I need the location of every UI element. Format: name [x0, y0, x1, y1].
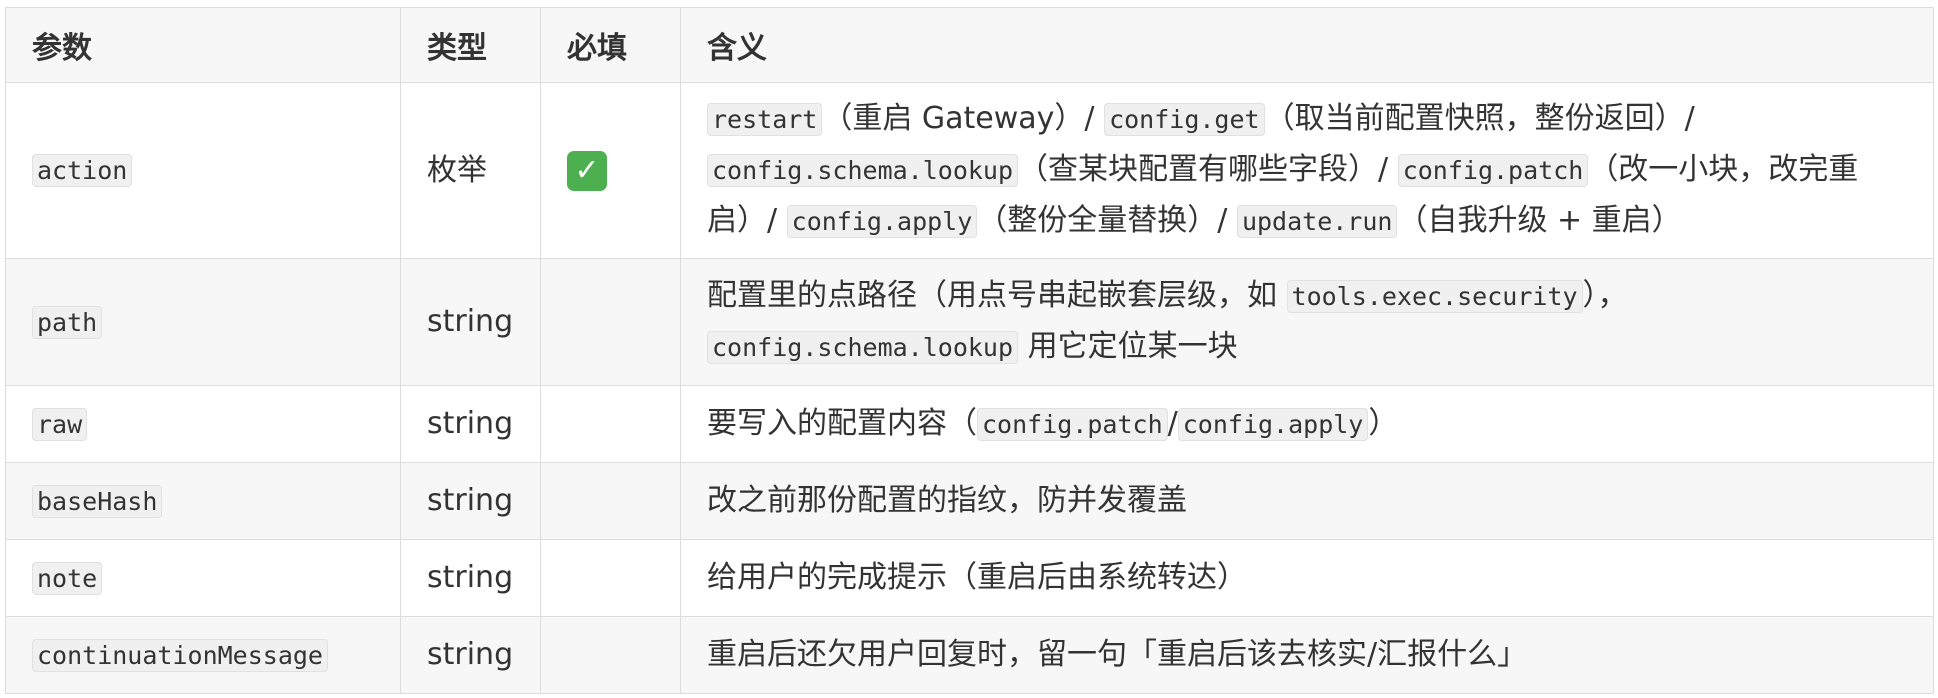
type-cell: string [400, 616, 541, 694]
param-name: continuationMessage [32, 638, 328, 672]
param-name: action [32, 154, 133, 187]
table-row: continuationMessage string 重启后还欠用户回复时，留一句「… [5, 616, 1934, 694]
table-row: action 枚举 ✓ restart（重启 Gateway）/ config.get… [5, 82, 1934, 259]
meaning-text: ） [1368, 405, 1399, 441]
inline-code: tools.exec.security [1286, 280, 1583, 313]
header-type: 类型 [400, 7, 541, 83]
header-param: 参数 [5, 7, 401, 83]
required-cell [540, 462, 681, 540]
type-cell: string [400, 539, 541, 617]
inline-code: config.patch [977, 407, 1168, 441]
meaning-text: 给用户的完成提示（重启后由系统转达） [707, 560, 1247, 595]
inline-code: update.run [1236, 205, 1398, 238]
meaning-cell: 给用户的完成提示（重启后由系统转达） [680, 539, 1934, 617]
param-cell: continuationMessage [5, 616, 401, 694]
type-cell: string [400, 258, 541, 386]
inline-code: config.schema.lookup [707, 331, 1019, 364]
header-meaning: 含义 [680, 7, 1934, 83]
param-name: path [32, 305, 103, 339]
meaning-text: （改一小块，改完重启）/ [707, 152, 1859, 238]
required-cell [540, 385, 681, 463]
param-cell: note [5, 539, 401, 617]
inline-code: config.apply [1177, 407, 1369, 441]
meaning-text: 用它定位某一块 [1018, 329, 1238, 364]
required-cell [540, 616, 681, 694]
meaning-text: （整份全量替换）/ [977, 203, 1237, 238]
type-cell: 枚举 [400, 82, 541, 259]
inline-code: config.get [1104, 103, 1265, 136]
meaning-cell: 重启后还欠用户回复时，留一句「重启后该去核实/汇报什么」 [680, 616, 1934, 694]
table-row: raw string 要写入的配置内容（config.patch/config.ap… [5, 385, 1934, 463]
meaning-text: （重启 Gateway）/ [822, 101, 1105, 136]
meaning-text: 改之前那份配置的指纹，防并发覆盖 [707, 483, 1187, 518]
param-cell: path [5, 258, 401, 386]
type-cell: string [400, 385, 541, 463]
param-name: baseHash [32, 484, 163, 518]
param-cell: raw [5, 385, 401, 463]
table-row: baseHash string 改之前那份配置的指纹，防并发覆盖 [5, 462, 1934, 540]
param-name: note [32, 561, 103, 595]
meaning-text: ）， [1582, 278, 1628, 313]
table-body: action 枚举 ✓ restart（重启 Gateway）/ config.get… [5, 82, 1934, 694]
type-cell: string [400, 462, 541, 540]
param-cell: action [5, 82, 401, 259]
header-required: 必填 [540, 7, 681, 83]
meaning-text: 重启后还欠用户回复时，留一句「重启后该去核实/汇报什么」 [707, 637, 1528, 672]
check-mark-icon: ✓ [567, 151, 607, 191]
required-cell: ✓ [540, 82, 681, 259]
inline-code: config.schema.lookup [707, 154, 1019, 187]
parameter-table: 参数 类型 必填 含义 action 枚举 ✓ restart（重启 Gateway）… [5, 7, 1934, 694]
param-cell: baseHash [5, 462, 401, 540]
meaning-text: 要写入的配置内容（ [707, 405, 977, 441]
meaning-cell: 配置里的点路径（用点号串起嵌套层级，如 tools.exec.security）… [680, 258, 1934, 386]
required-cell [540, 539, 681, 617]
inline-code: config.apply [786, 205, 978, 238]
table-row: note string 给用户的完成提示（重启后由系统转达） [5, 539, 1934, 617]
meaning-cell: restart（重启 Gateway）/ config.get（取当前配置快照，… [680, 82, 1934, 259]
param-name: raw [32, 407, 88, 441]
inline-code: restart [707, 103, 823, 136]
meaning-cell: 要写入的配置内容（config.patch/config.apply） [680, 385, 1934, 463]
meaning-text: （查某块配置有哪些字段）/ [1018, 152, 1398, 187]
meaning-cell: 改之前那份配置的指纹，防并发覆盖 [680, 462, 1934, 540]
table-header-row: 参数 类型 必填 含义 [5, 7, 1934, 83]
meaning-text: （自我升级 + 重启） [1397, 203, 1682, 238]
inline-code: config.patch [1397, 154, 1589, 187]
table-row: path string 配置里的点路径（用点号串起嵌套层级，如 tools.exec… [5, 258, 1934, 386]
meaning-text: / [1167, 405, 1178, 441]
required-cell [540, 258, 681, 386]
meaning-text: 配置里的点路径（用点号串起嵌套层级，如 [707, 278, 1287, 313]
meaning-text: （取当前配置快照，整份返回）/ [1264, 101, 1695, 136]
